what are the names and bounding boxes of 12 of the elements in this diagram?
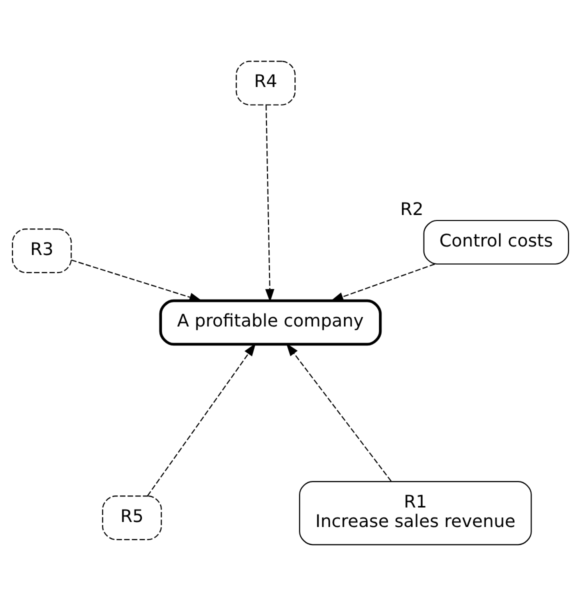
arrow bbox=[265, 104, 274, 302]
node-box: R4 bbox=[236, 60, 296, 105]
node-box: R3 bbox=[12, 228, 72, 273]
arrow bbox=[330, 263, 435, 301]
node-box: R1 Increase sales revenue bbox=[299, 480, 532, 545]
node-label: R2 bbox=[400, 199, 424, 220]
arrow bbox=[286, 342, 392, 482]
arrow bbox=[71, 259, 202, 302]
arrow bbox=[147, 342, 256, 496]
node-box: R5 bbox=[102, 495, 162, 540]
node-box: Control costs bbox=[423, 219, 570, 264]
node-box: A profitable company bbox=[159, 298, 382, 346]
